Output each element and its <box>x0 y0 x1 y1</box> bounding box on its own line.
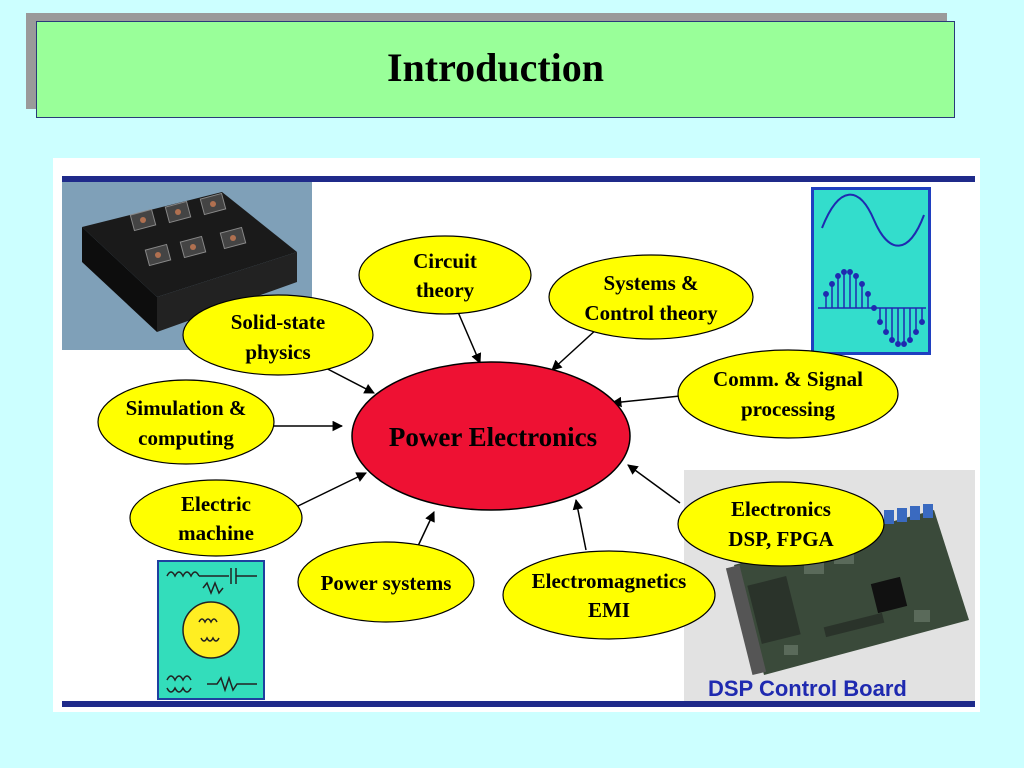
dsp-board-photo <box>684 470 975 701</box>
connector-arrows <box>272 311 681 551</box>
electric-machine-image <box>157 560 265 700</box>
title-box: Introduction <box>36 21 955 118</box>
node-solid-state-line2: physics <box>245 340 310 364</box>
node-simulation <box>97 379 275 465</box>
node-systems-control-line1: Systems & <box>603 271 698 295</box>
node-electromagnetics-line2: EMI <box>588 598 630 622</box>
center-label: Power Electronics <box>389 422 597 452</box>
node-electric-machine <box>129 479 303 557</box>
node-electric-machine-line2: machine <box>178 521 254 545</box>
node-solid-state <box>182 294 374 376</box>
node-systems-control <box>548 254 754 340</box>
node-simulation-line2: computing <box>138 426 234 450</box>
power-module-photo <box>62 182 312 350</box>
signal-sampling-image <box>811 187 931 355</box>
node-circuit-theory <box>358 235 532 315</box>
node-circuit-theory-line2: theory <box>416 278 475 302</box>
node-electronics-dsp <box>677 481 885 567</box>
node-power-systems-line1: Power systems <box>321 571 452 595</box>
node-solid-state-line1: Solid-state <box>231 310 326 334</box>
panel-top-bar <box>62 176 975 182</box>
node-electronics-dsp-line2: DSP, FPGA <box>728 527 834 551</box>
node-circuit-theory-line1: Circuit <box>413 249 477 273</box>
node-power-systems <box>297 541 475 623</box>
node-comm-signal-line2: processing <box>741 397 836 421</box>
node-comm-signal-line1: Comm. & Signal <box>713 367 863 391</box>
slide-title: Introduction <box>386 45 605 90</box>
node-comm-signal <box>677 349 899 439</box>
node-electromagnetics <box>502 550 716 640</box>
panel-bottom-bar <box>62 701 975 707</box>
node-simulation-line1: Simulation & <box>126 396 247 420</box>
center-node <box>351 361 631 511</box>
node-systems-control-line2: Control theory <box>584 301 718 325</box>
node-electromagnetics-line1: Electromagnetics <box>532 569 687 593</box>
node-electronics-dsp-line1: Electronics <box>731 497 831 521</box>
node-electric-machine-line1: Electric <box>181 492 251 516</box>
dsp-board-caption: DSP Control Board <box>708 676 907 701</box>
